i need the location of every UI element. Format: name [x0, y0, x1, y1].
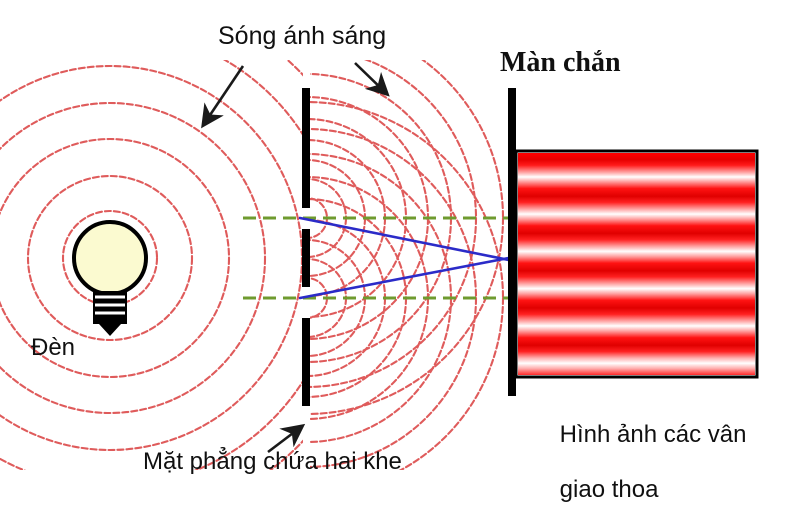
label-lamp: Đèn [31, 334, 76, 361]
light-bulb [72, 220, 148, 336]
barrier-segment-bottom [302, 318, 310, 406]
label-screen: Màn chắn [500, 47, 621, 78]
label-fringe-image: Hình ảnh các vân giao thoa [533, 393, 747, 531]
double-slit-barrier [302, 88, 310, 406]
bulb-tip [99, 324, 121, 336]
label-fringe-image-line2: giao thoa [559, 475, 659, 503]
ray-top-slit-to-focus [298, 216, 516, 263]
label-fringe-image-line1: Hình ảnh các vân [559, 420, 747, 448]
bulb-glass [72, 220, 148, 296]
interference-fringe-pattern [514, 149, 759, 379]
arrow-to-right-wavefront [354, 62, 390, 97]
fringe-pattern-fill [518, 153, 755, 375]
bulb-base-threads [95, 295, 125, 315]
label-light-wave: Sóng ánh sáng [218, 22, 387, 50]
arrow-to-left-wavefront [201, 65, 245, 129]
ray-bottom-slit-to-focus [298, 255, 516, 300]
interference-rays [298, 216, 516, 300]
barrier-segment-top [302, 88, 310, 208]
observation-screen-bar [508, 88, 516, 396]
barrier-segment-middle [302, 229, 310, 287]
arrow-to-slit-plane [267, 423, 306, 454]
label-slit-plane: Mặt phẳng chứa hai khe [143, 448, 402, 475]
source-wavefronts [0, 60, 303, 470]
pointer-arrows [201, 62, 390, 454]
